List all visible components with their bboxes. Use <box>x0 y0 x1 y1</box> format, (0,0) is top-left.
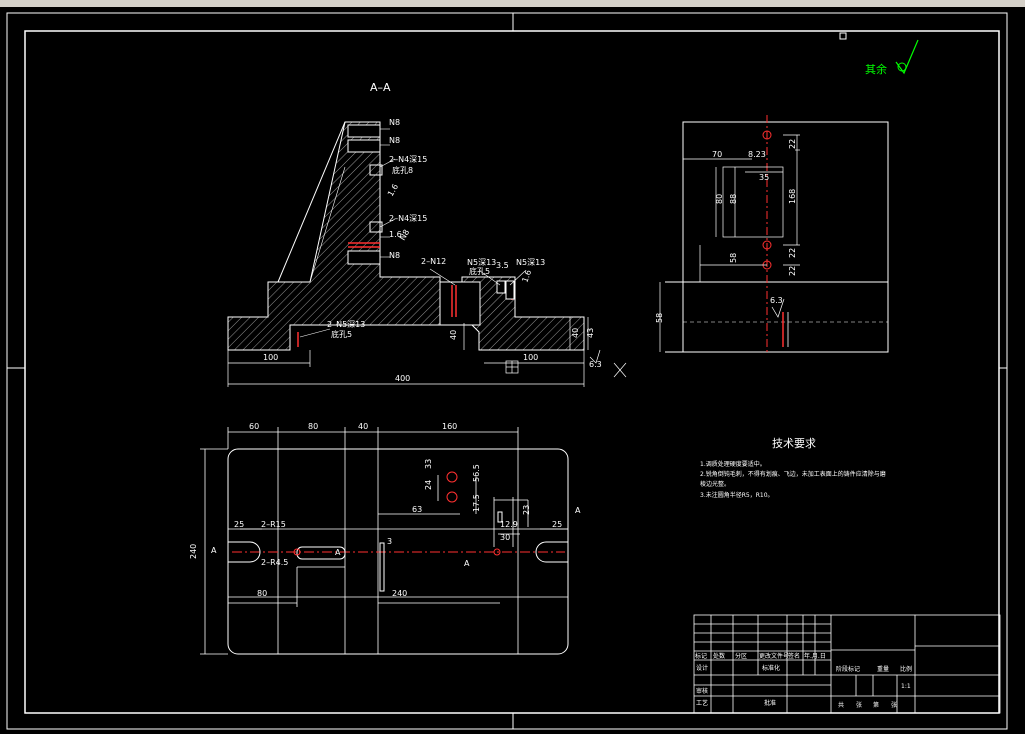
svg-text:设计: 设计 <box>696 664 708 672</box>
svg-text:30: 30 <box>500 533 510 542</box>
svg-text:3.5: 3.5 <box>496 261 509 270</box>
svg-text:2–N5深13: 2–N5深13 <box>327 320 365 329</box>
svg-text:17.5: 17.5 <box>472 494 481 512</box>
drawing-frame <box>6 12 1008 730</box>
svg-text:43: 43 <box>586 328 595 338</box>
technical-requirements: 技术要求 1.调质处理硬度要适中。 2.锐角倒钝毛刺，不得有划痕、飞边，未加工表… <box>700 437 886 499</box>
svg-text:底孔5: 底孔5 <box>469 266 490 276</box>
window-toolbar-strip <box>0 0 1025 7</box>
svg-text:25: 25 <box>552 520 562 529</box>
svg-text:40: 40 <box>449 330 458 340</box>
roughness-rest-label: 其余 <box>865 62 887 76</box>
svg-text:1.调质处理硬度要适中。: 1.调质处理硬度要适中。 <box>700 460 766 468</box>
svg-text:共: 共 <box>838 701 844 709</box>
svg-text:棱边光整。: 棱边光整。 <box>700 480 730 488</box>
svg-text:2–N4深15: 2–N4深15 <box>389 155 427 164</box>
svg-text:23: 23 <box>522 505 531 515</box>
svg-text:80: 80 <box>257 589 267 598</box>
svg-text:2–N4深15: 2–N4深15 <box>389 214 427 223</box>
svg-text:N8: N8 <box>389 118 400 127</box>
svg-text:张: 张 <box>891 701 897 709</box>
svg-text:240: 240 <box>392 589 407 598</box>
svg-text:N5深13: N5深13 <box>467 258 496 267</box>
side-view: 70 8.23 35 80 88 168 22 22 22 58 58 6.3 <box>655 115 889 353</box>
tech-title: 技术要求 <box>772 437 816 450</box>
dim-left-100: 100 <box>263 353 278 362</box>
svg-text:更改文件号: 更改文件号 <box>759 652 789 660</box>
dim-total-400: 400 <box>395 374 410 383</box>
svg-text:1.6: 1.6 <box>386 182 400 198</box>
svg-text:35: 35 <box>759 173 769 182</box>
svg-text:6.3: 6.3 <box>770 296 783 305</box>
svg-text:240: 240 <box>189 544 198 559</box>
plan-view: 60 80 40 160 33 24 56.5 17.5 63 23 12.9 … <box>189 422 581 655</box>
svg-text:1.6: 1.6 <box>389 230 402 239</box>
svg-text:70: 70 <box>712 150 722 159</box>
svg-text:12.9: 12.9 <box>500 520 518 529</box>
svg-text:160: 160 <box>442 422 457 431</box>
section-view-a-a: A–A <box>227 81 627 387</box>
svg-text:年.月.日: 年.月.日 <box>804 652 826 660</box>
svg-text:1.6: 1.6 <box>520 269 533 284</box>
title-block: 标记 处数 分区 更改文件号 签名 年.月.日 设计 标准化 审核 工艺 批准 … <box>693 614 1001 714</box>
svg-text:58: 58 <box>729 253 738 263</box>
svg-text:2–N12: 2–N12 <box>421 257 446 266</box>
svg-text:批准: 批准 <box>764 699 776 707</box>
svg-text:58: 58 <box>655 313 664 323</box>
svg-text:2–R4.5: 2–R4.5 <box>261 558 288 567</box>
svg-text:25: 25 <box>234 520 244 529</box>
svg-text:A: A <box>211 546 217 555</box>
svg-text:60: 60 <box>249 422 259 431</box>
dim-mid-100: 100 <box>523 353 538 362</box>
svg-text:N8: N8 <box>389 136 400 145</box>
svg-text:63: 63 <box>412 505 422 514</box>
svg-text:3: 3 <box>387 537 392 546</box>
roughness-symbol: 其余 <box>839 32 919 76</box>
svg-text:80: 80 <box>715 194 724 204</box>
svg-text:2–R15: 2–R15 <box>261 520 286 529</box>
svg-text:168: 168 <box>788 189 797 204</box>
svg-text:A: A <box>575 506 581 515</box>
svg-text:阶段标记: 阶段标记 <box>836 665 860 673</box>
svg-text:40: 40 <box>571 328 580 338</box>
svg-text:56.5: 56.5 <box>472 464 481 482</box>
svg-text:重量: 重量 <box>877 665 889 673</box>
cad-drawing-canvas[interactable]: 其余 A–A <box>0 7 1025 734</box>
svg-text:处数: 处数 <box>713 652 725 660</box>
svg-text:A: A <box>335 548 341 557</box>
svg-text:8.23: 8.23 <box>748 150 766 159</box>
svg-text:6.3: 6.3 <box>589 360 602 369</box>
svg-text:22: 22 <box>788 248 797 258</box>
svg-text:签名: 签名 <box>788 652 800 660</box>
svg-text:1:1: 1:1 <box>901 683 911 690</box>
svg-text:比例: 比例 <box>900 665 912 673</box>
svg-text:2.锐角倒钝毛刺，不得有划痕、飞边，未加工表面上的铸件应清除: 2.锐角倒钝毛刺，不得有划痕、飞边，未加工表面上的铸件应清除与磨 <box>700 470 886 478</box>
svg-text:分区: 分区 <box>735 652 747 660</box>
svg-text:22: 22 <box>788 139 797 149</box>
svg-text:标准化: 标准化 <box>762 664 780 672</box>
svg-text:88: 88 <box>729 194 738 204</box>
svg-text:审核: 审核 <box>696 687 708 695</box>
svg-text:3.未注圆角半径R5，R10。: 3.未注圆角半径R5，R10。 <box>700 491 774 499</box>
svg-text:底孔8: 底孔8 <box>392 165 413 175</box>
svg-text:N8: N8 <box>389 251 400 260</box>
svg-text:A: A <box>464 559 470 568</box>
svg-text:张: 张 <box>856 701 862 709</box>
svg-text:22: 22 <box>788 266 797 276</box>
svg-text:80: 80 <box>308 422 318 431</box>
svg-text:33: 33 <box>424 459 433 469</box>
svg-text:标记: 标记 <box>695 652 707 660</box>
svg-text:24: 24 <box>424 480 433 490</box>
svg-text:第: 第 <box>873 701 879 709</box>
svg-text:工艺: 工艺 <box>696 699 708 707</box>
svg-text:底孔5: 底孔5 <box>331 329 352 339</box>
svg-text:N5深13: N5深13 <box>516 258 545 267</box>
svg-text:40: 40 <box>358 422 368 431</box>
view-title: A–A <box>370 81 391 94</box>
